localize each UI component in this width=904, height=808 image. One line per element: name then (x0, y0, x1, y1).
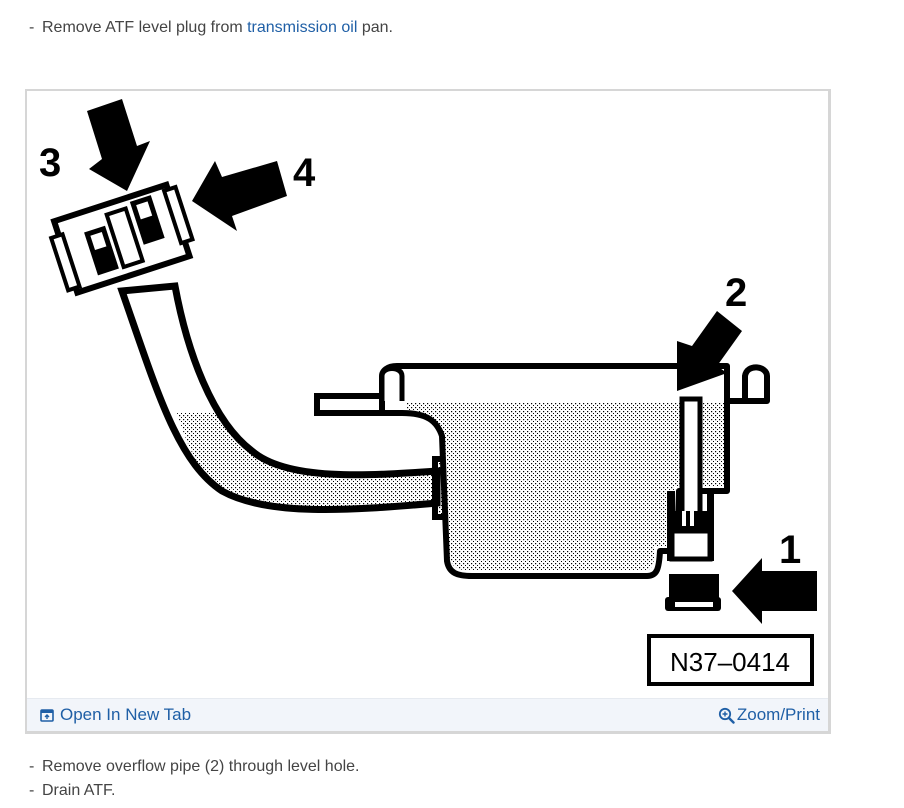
callout-3: 3 (39, 141, 61, 185)
callout-1: 1 (779, 528, 801, 572)
instruction-step-drain-atf: -Drain ATF. (29, 781, 116, 801)
instruction-step-remove-plug: -Remove ATF level plug from transmission… (29, 18, 393, 38)
figure-toolbar: Open In New Tab Zoom/Print (27, 698, 828, 731)
step-text-end: pan. (357, 19, 393, 36)
transmission-oil-link[interactable]: transmission oil (247, 19, 358, 36)
reference-code-box (647, 634, 814, 686)
zoom-print-label: Zoom/Print (736, 705, 820, 724)
step-text: Remove overflow pipe (2) through level h… (42, 758, 360, 775)
step-text: Drain ATF. (42, 782, 116, 799)
open-in-new-tab-button[interactable]: Open In New Tab (40, 705, 191, 725)
open-in-new-tab-label: Open In New Tab (60, 705, 192, 724)
callout-arrow-3 (87, 99, 150, 191)
open-in-new-tab-icon (40, 708, 54, 722)
callout-2: 2 (725, 271, 747, 315)
list-dash: - (29, 782, 35, 799)
callout-4: 4 (293, 151, 316, 195)
instruction-step-remove-overflow-pipe: -Remove overflow pipe (2) through level … (29, 757, 360, 777)
step-text: Remove ATF level plug from (42, 19, 248, 36)
callout-arrow-2 (677, 311, 742, 391)
figure-frame: 3 4 2 1 N37–0414 Open In New Tab Zoom/Pr (25, 89, 831, 734)
list-dash: - (29, 19, 35, 36)
zoom-in-icon (718, 707, 735, 724)
transmission-pan-diagram: 3 4 2 1 N37–0414 (39, 99, 817, 686)
callout-arrow-1 (732, 558, 817, 624)
list-dash: - (29, 758, 35, 775)
zoom-print-button[interactable]: Zoom/Print (718, 705, 820, 725)
callout-arrow-4 (192, 161, 287, 231)
diagram-image[interactable]: 3 4 2 1 N37–0414 (27, 91, 828, 698)
reference-code: N37–0414 (670, 647, 790, 677)
